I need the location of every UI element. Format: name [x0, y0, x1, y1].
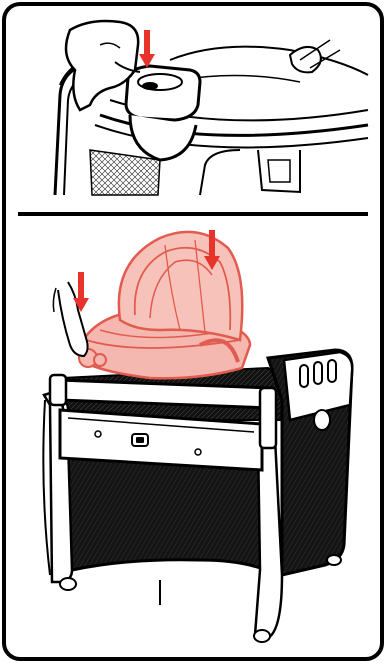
instruction-page — [0, 0, 386, 663]
illustration-canvas — [0, 0, 386, 663]
